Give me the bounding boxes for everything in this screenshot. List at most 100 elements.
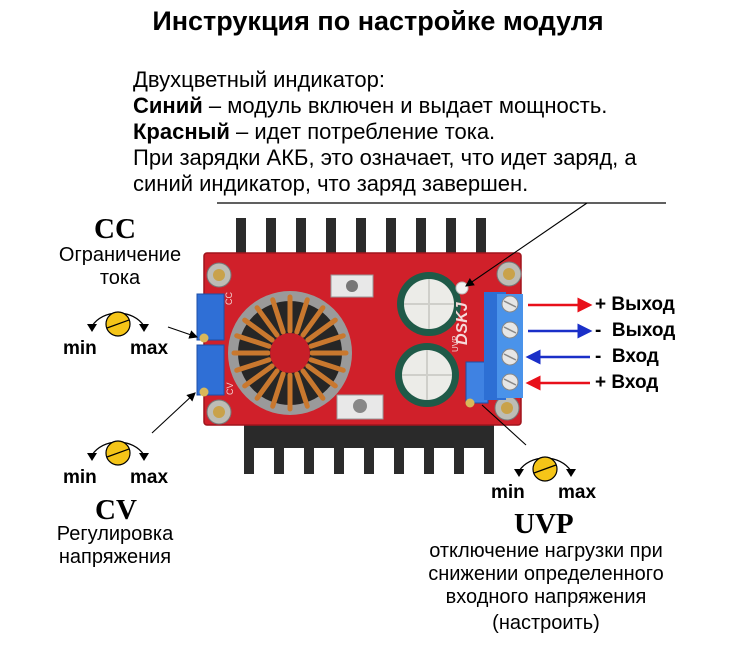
cv-desc-line1: Регулировка [56,523,174,545]
terminal-label-1: - Выход [595,320,676,341]
uvp-knob [514,456,576,482]
heatsink-fin [484,440,494,474]
knob-slot [106,448,130,458]
arrow-min-icon [87,453,97,461]
cc-knob [87,311,149,337]
copper-winding [305,363,338,389]
terminal-label-3: + Вход [595,372,659,393]
cv-knob [87,440,149,466]
cc-max-label: max [130,338,169,359]
screw-slot [503,378,517,386]
heatsink-fin [424,440,434,474]
pointer-cv [151,392,196,434]
terminal-label-0: + Выход [595,294,675,315]
heatsink-fin [266,218,276,274]
arrow-max-icon [566,469,576,477]
indicator-red-label: Красный [133,119,230,144]
silk-cv: CV [225,382,235,395]
heatsink-fin [394,440,404,474]
page-title: Инструкция по настройке модуля [152,6,604,36]
copper-winding [294,371,310,409]
indicator-blue-label: Синий [133,93,203,118]
cv-min-label: min [63,467,97,488]
cv-description: Регулировка напряжения [25,523,205,569]
uvp-title: UVP [514,508,574,540]
copper-winding [242,363,275,389]
copper-winding [308,333,346,349]
heatsink-fin [244,440,254,474]
copper-winding [254,368,280,401]
heatsink-fin [446,218,456,274]
indicator-blue-line: Синий – модуль включен и выдает мощность… [133,93,637,119]
terminal-label-2: - Вход [595,346,659,367]
heatsink-fin [454,440,464,474]
capacitor-top [397,272,461,336]
heatsink-fin [304,440,314,474]
pointer-cc [167,326,199,339]
heatsink-fin [334,440,344,474]
heatsink-fin [356,218,366,274]
knob-slot [106,319,130,329]
pointer-led [465,202,588,287]
heatsink-fin [364,440,374,474]
cv-max-label: max [130,467,169,488]
indicator-charge-line2: синий индикатор, что заряд завершен. [133,171,529,196]
uvp-desc-line2: снижении определенного [428,563,664,585]
toroid-inductor [228,291,352,415]
arrow-max-icon [139,453,149,461]
indicator-red-line: Красный – идет потребление тока. [133,119,637,145]
potentiometer-cv [196,344,225,397]
arrow-max-icon [139,324,149,332]
copper-winding [300,368,326,401]
screw-slot [503,326,517,334]
copper-winding [294,297,310,335]
cc-desc-line1: Ограничение [58,244,182,266]
cc-description: Ограничение тока [30,244,210,290]
copper-winding [242,317,275,343]
cc-desc-line2: тока [99,267,141,289]
cv-desc-line2: напряжения [58,546,172,568]
copper-winding [254,305,280,338]
cc-title: CC [94,213,136,245]
pointer-uvp [481,404,527,446]
arrow-min-icon [514,469,524,477]
potentiometer-cc [196,293,225,343]
uvp-desc-line1: отключение нагрузки при [429,540,663,562]
copper-winding [308,357,346,373]
uvp-max-label: max [558,482,597,503]
copper-winding [234,357,272,373]
indicator-charge-line1: При зарядки АКБ, это означает, что идет … [133,145,637,170]
heatsink-fin [476,218,486,274]
copper-winding [300,305,326,338]
heatsink-fin [326,218,336,274]
silk-brand: DSKJ [454,301,471,345]
knob-slot [533,464,557,474]
uvp-description: отключение нагрузки при снижении определ… [376,540,716,635]
indicator-red-text: – идет потребление тока. [229,119,496,144]
screw-slot [503,300,517,308]
cc-min-label: min [63,338,97,359]
cv-title: CV [95,494,137,526]
heatsink-fin [416,218,426,274]
copper-winding [234,333,272,349]
capacitor-bottom [395,343,459,407]
indicator-heading: Двухцветный индикатор: [133,67,385,92]
indicator-blue-text: – модуль включен и выдает мощность. [202,93,608,118]
copper-winding [270,297,286,335]
copper-winding [270,371,286,409]
indicator-description: Двухцветный индикатор: Синий – модуль вк… [133,67,637,197]
heatsink-fin [236,218,246,274]
silk-cc: CC [224,292,234,305]
terminal-block [484,292,523,400]
uvp-min-label: min [491,482,525,503]
heatsink-fin [274,440,284,474]
silk-uvp: UVP [451,336,460,352]
indicator-led [455,281,469,295]
heatsink-bottom [244,418,494,474]
screw-slot [503,353,517,361]
heatsink-fin [296,218,306,274]
standoff-nut [206,261,522,425]
uvp-desc-line3: входного напряжения [445,586,647,608]
copper-winding [305,317,338,343]
